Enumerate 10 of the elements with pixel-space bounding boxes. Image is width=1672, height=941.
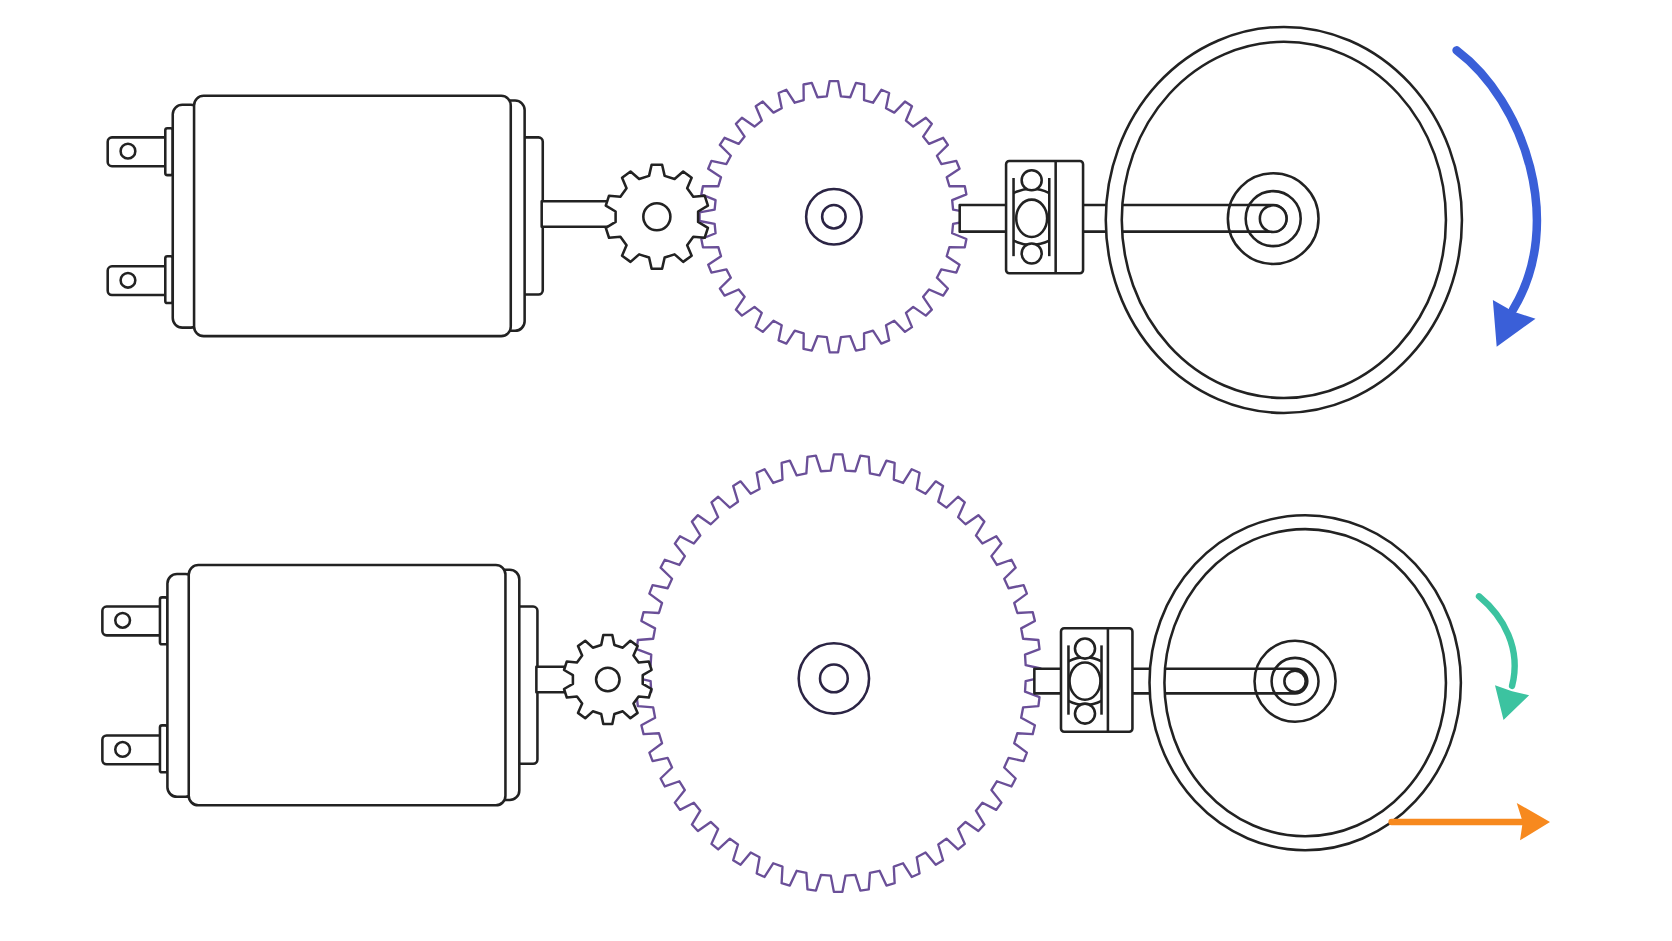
spur-gear bbox=[698, 79, 970, 354]
pinion-gear bbox=[535, 633, 653, 726]
dc-motor bbox=[106, 94, 545, 338]
spur-gear bbox=[634, 453, 1042, 894]
ball-bearing bbox=[1059, 627, 1134, 734]
dc-motor bbox=[101, 563, 539, 807]
pinion-gear bbox=[540, 163, 710, 270]
ball-bearing bbox=[1004, 159, 1085, 275]
wheel-and-axle bbox=[958, 26, 1464, 414]
wheel-and-axle bbox=[1033, 514, 1463, 852]
